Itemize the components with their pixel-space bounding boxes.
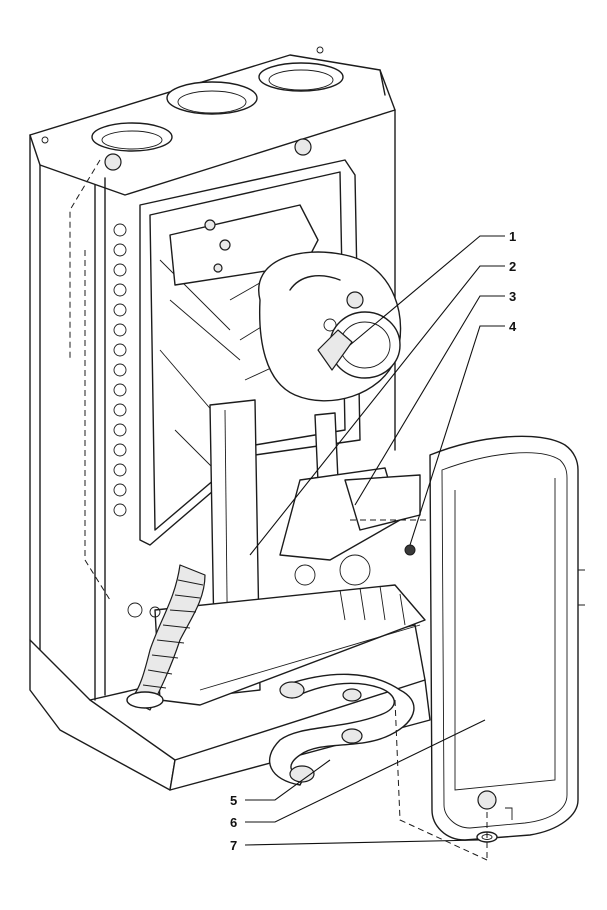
callout-7: 7 xyxy=(230,838,237,853)
callout-4: 4 xyxy=(509,319,517,334)
callout-2: 2 xyxy=(509,259,516,274)
leader-lines xyxy=(244,235,505,846)
assembly-guides xyxy=(350,519,488,861)
callout-6: 6 xyxy=(230,815,237,830)
flue-outlets xyxy=(41,46,344,171)
callout-1: 1 xyxy=(509,229,516,244)
condensate-siphon xyxy=(126,564,206,711)
callout-3: 3 xyxy=(509,289,516,304)
expansion-pipe xyxy=(269,673,415,786)
callout-labels: 1 2 3 4 5 6 7 xyxy=(230,229,517,853)
expansion-vessel xyxy=(429,435,585,841)
callout-5: 5 xyxy=(230,793,237,808)
fan-assembly xyxy=(258,251,402,402)
